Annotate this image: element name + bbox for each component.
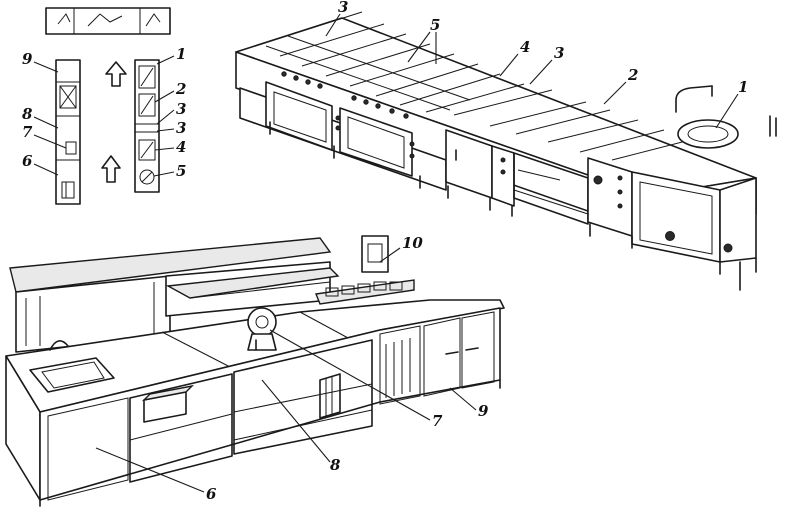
label-6: 6	[206, 485, 217, 503]
label-8: 8	[330, 456, 341, 474]
label-7: 7	[432, 412, 443, 430]
label-3-top-right: 3	[554, 44, 564, 62]
plan-schematic-top	[45, 7, 171, 35]
label-5: 5	[430, 16, 440, 34]
plan-label-6: 6	[22, 152, 33, 170]
plan-schematic-left	[55, 59, 81, 205]
arrow-up-icon	[105, 61, 127, 87]
label-2: 2	[627, 66, 638, 84]
plan-label-4: 4	[176, 138, 186, 156]
label-9: 9	[478, 402, 489, 420]
plan-label-7: 7	[22, 123, 33, 141]
plan-label-8: 8	[22, 105, 33, 123]
plan-label-9: 9	[22, 50, 33, 68]
plan-label-5: 5	[176, 162, 186, 180]
cooking-line-drawing	[235, 11, 777, 291]
serving-line-drawing	[5, 235, 505, 507]
label-10: 10	[402, 234, 423, 252]
plan-label-2: 2	[175, 80, 186, 98]
plan-label-3a: 3	[176, 100, 186, 118]
plan-label-3b: 3	[176, 119, 186, 137]
plan-schematic-right	[134, 59, 160, 193]
label-1: 1	[738, 78, 748, 96]
plan-label-1: 1	[176, 45, 186, 63]
label-4: 4	[520, 38, 530, 56]
arrow-up-icon	[101, 155, 121, 183]
label-3-top-left: 3	[338, 0, 348, 16]
